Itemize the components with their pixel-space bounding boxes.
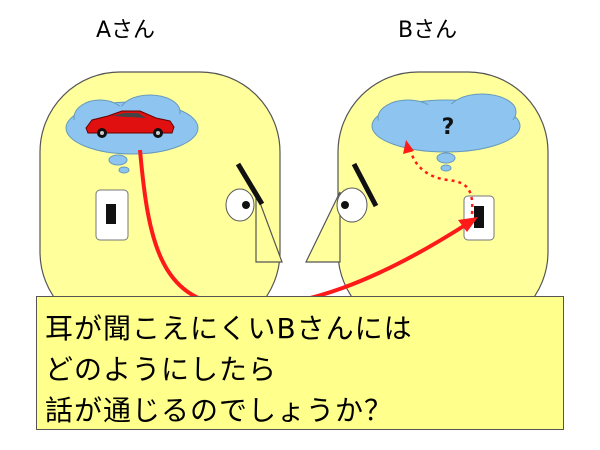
car-icon bbox=[85, 110, 175, 138]
question-line-3: 話が通じるのでしょうか？ bbox=[45, 394, 394, 427]
person-a-label: Aさん bbox=[96, 18, 156, 43]
hearing-dotted-arrow bbox=[403, 140, 474, 215]
question-line-2: どのようにしたら bbox=[45, 353, 278, 386]
person-a-ear-icon bbox=[95, 189, 129, 241]
person-b-label: Bさん bbox=[398, 18, 458, 43]
person-a-eye-icon bbox=[225, 162, 265, 222]
question-mark: ? bbox=[442, 115, 455, 140]
person-b-ear-icon bbox=[463, 195, 495, 241]
person-b-thought-cloud: ? bbox=[371, 93, 521, 172]
person-b-eye-icon bbox=[336, 162, 379, 223]
question-box: 耳が聞こえにくいBさんには どのようにしたら 話が通じるのでしょうか？ bbox=[36, 296, 564, 430]
question-line-1: 耳が聞こえにくいBさんには bbox=[45, 312, 413, 345]
